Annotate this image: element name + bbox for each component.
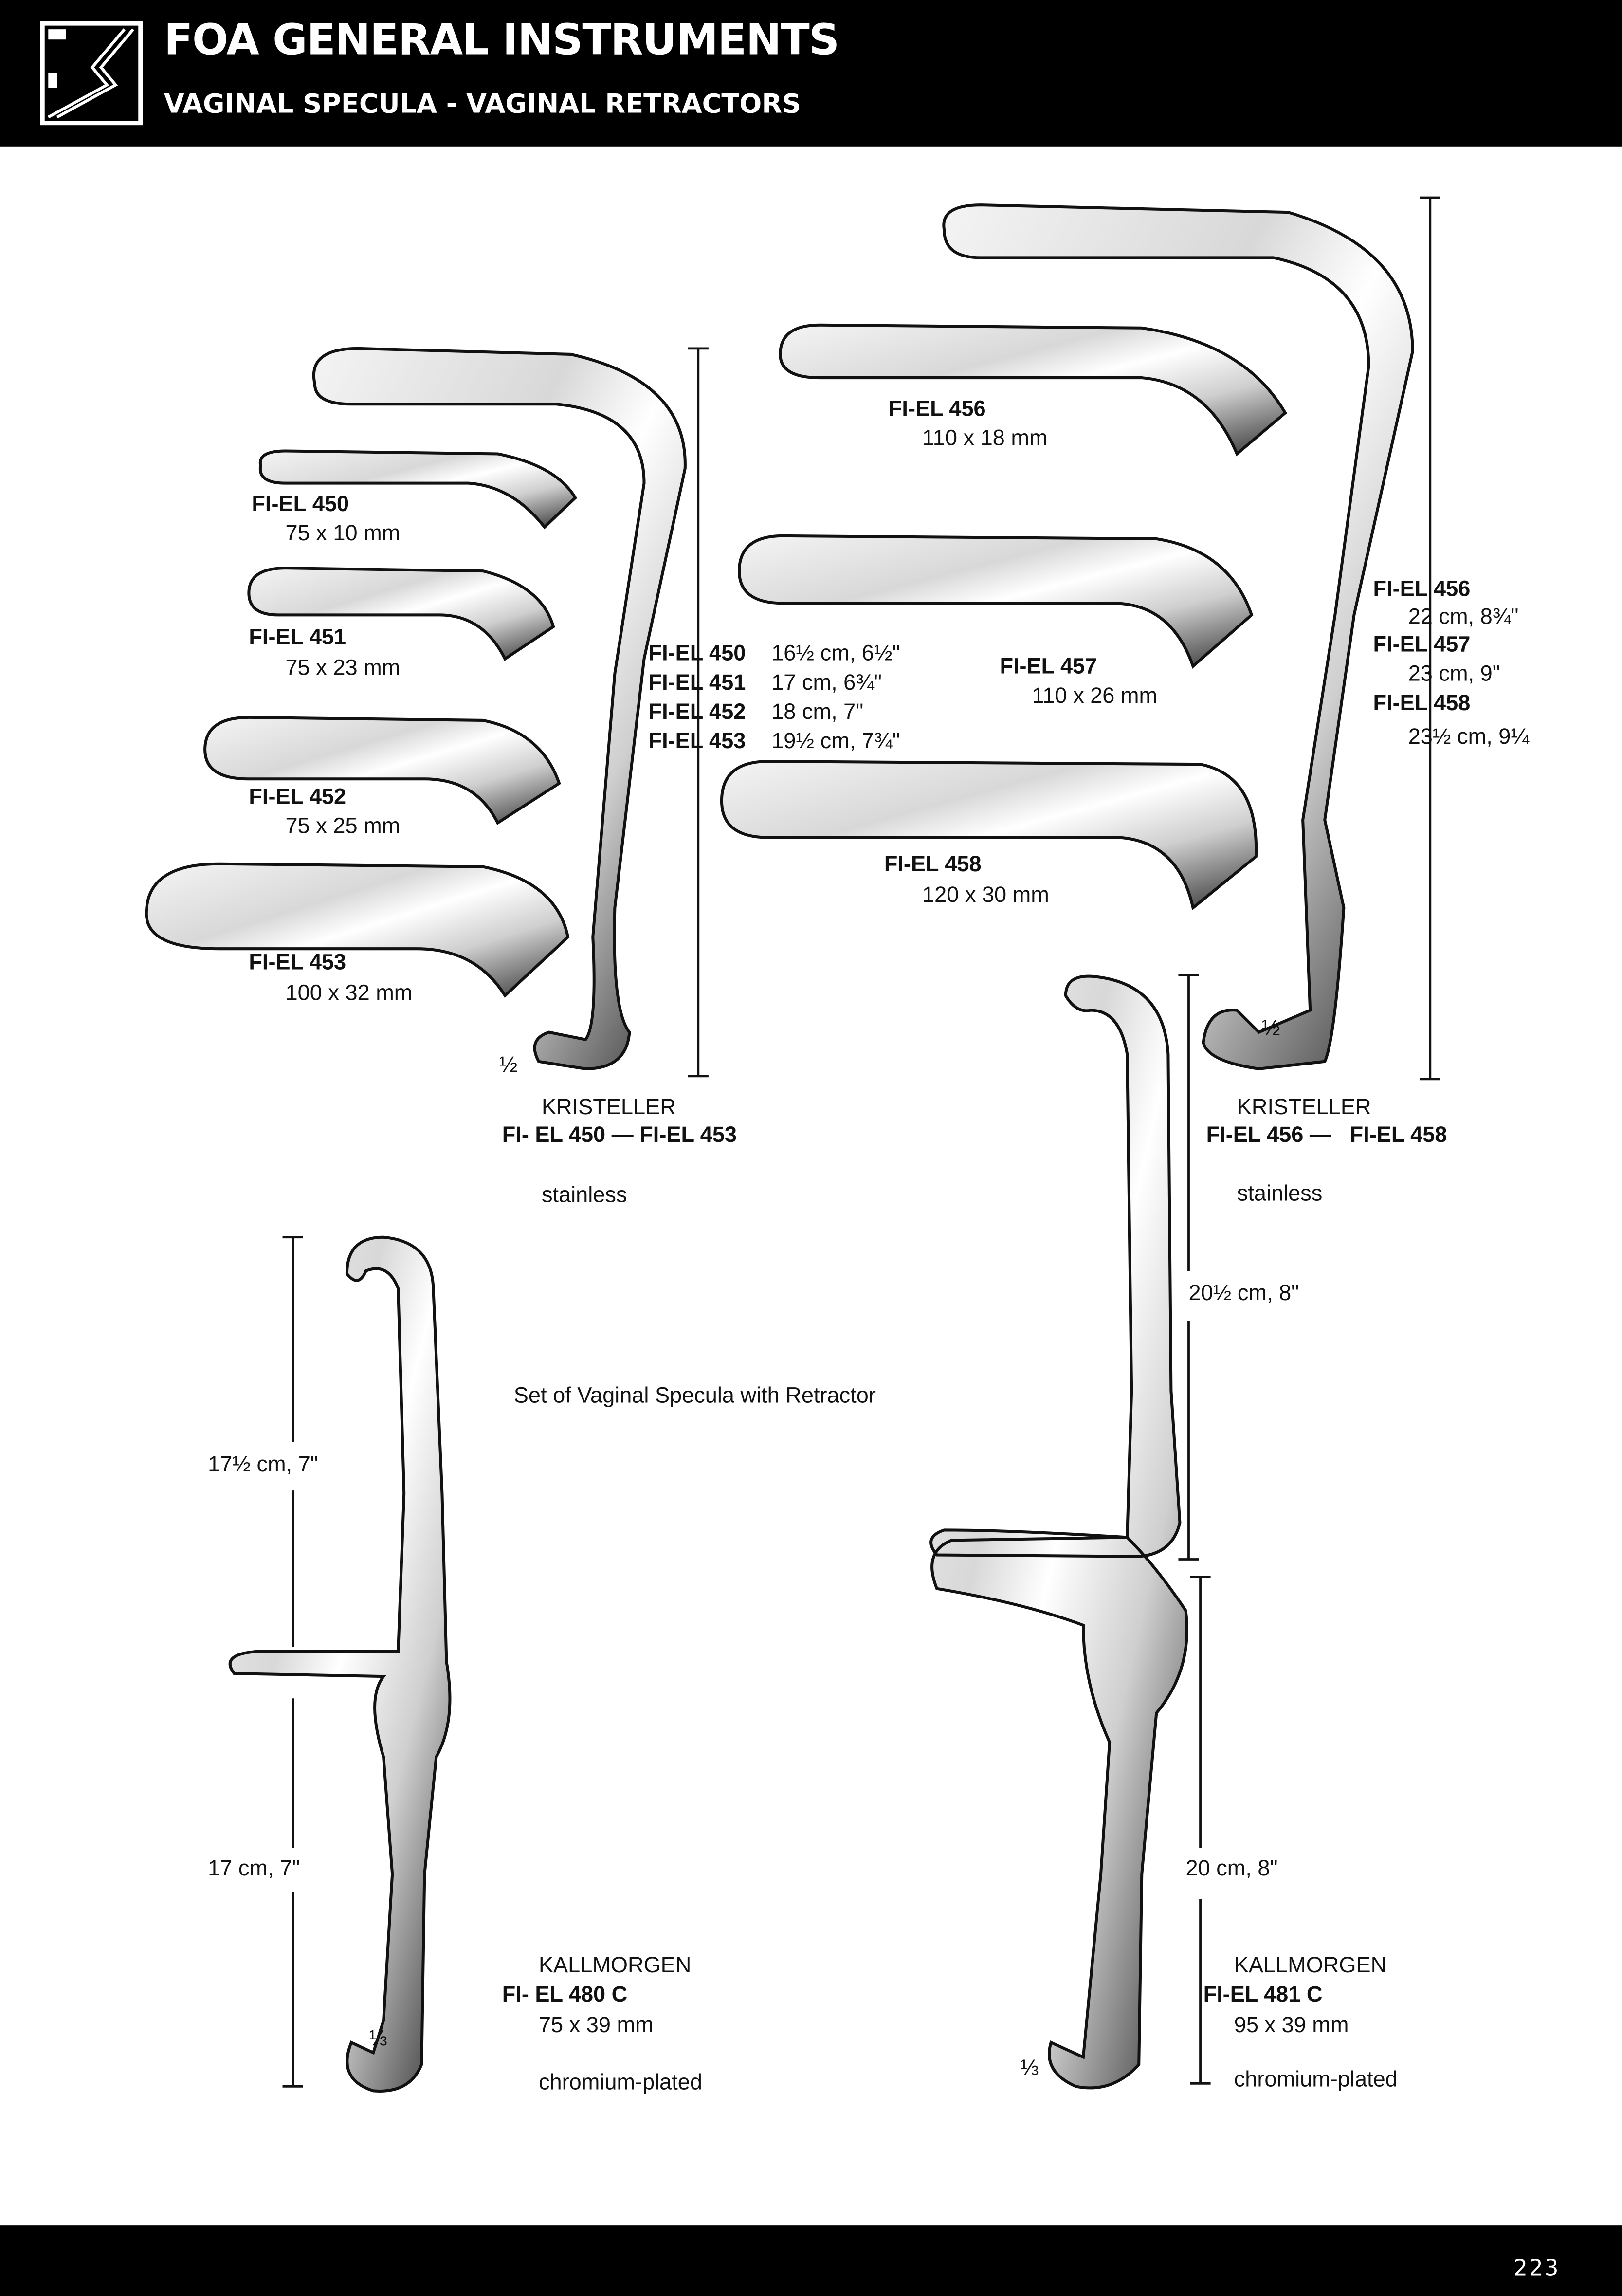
length-value: 18 cm, 7" — [771, 699, 864, 725]
footer-bar — [0, 2225, 1622, 2296]
length-code: FI-EL 456 — [1373, 577, 1471, 602]
product-name: KALLMORGEN — [1234, 1953, 1387, 1978]
blade-size: 75 x 25 mm — [285, 814, 401, 839]
blade-size: 110 x 26 mm — [1032, 683, 1158, 709]
blade-fi-el-452 — [203, 716, 561, 825]
blade-fi-el-451 — [247, 567, 555, 661]
set-caption: Set of Vaginal Specula with Retractor — [513, 1383, 876, 1409]
scale-label: ⅓ — [369, 2026, 387, 2052]
blade-fi-el-457 — [738, 534, 1254, 669]
blade-fi-el-450 — [258, 449, 577, 530]
dimension-line-kristeller-small — [688, 347, 709, 1078]
product-material: stainless — [1237, 1181, 1323, 1207]
dimension-line-481-upper — [1178, 974, 1199, 1561]
product-size: 75 x 39 mm — [538, 2013, 654, 2039]
lower-length: 20 cm, 8" — [1185, 1856, 1278, 1882]
product-range: FI-EL 456 — FI-EL 458 — [1206, 1123, 1447, 1148]
lower-length: 17 cm, 7" — [208, 1856, 300, 1882]
product-code: FI- EL 480 C — [502, 1982, 628, 2007]
header-bar: FOA GENERAL INSTRUMENTS VAGINAL SPECULA … — [0, 0, 1622, 147]
kallmorgen-481-instrument — [929, 974, 1188, 2090]
product-name: KALLMORGEN — [538, 1953, 692, 1978]
scale-label: ½ — [1261, 1016, 1280, 1041]
blade-code: FI-EL 457 — [1000, 654, 1097, 680]
product-name: KRISTELLER — [541, 1095, 676, 1120]
length-code: FI-EL 450 — [648, 641, 746, 666]
length-value: 16½ cm, 6½" — [771, 641, 900, 666]
blade-fi-el-458 — [720, 760, 1258, 911]
blade-code: FI-EL 450 — [252, 492, 349, 517]
dimension-line-480-lower — [282, 1698, 303, 2088]
product-range: FI- EL 450 — FI-EL 453 — [502, 1123, 737, 1148]
blade-fi-el-453 — [145, 862, 570, 998]
length-code: FI-EL 452 — [648, 699, 746, 725]
product-material: chromium-plated — [1234, 2067, 1398, 2093]
kristeller-small-handle — [312, 347, 687, 1070]
kristeller-large-handle — [942, 203, 1414, 1070]
dimension-line-481-lower — [1190, 1576, 1211, 2085]
product-size: 95 x 39 mm — [1234, 2013, 1349, 2039]
length-code: FI-EL 453 — [648, 729, 746, 754]
scale-label: ⅓ — [1020, 2056, 1039, 2081]
scale-label: ½ — [499, 1052, 518, 1078]
length-value: 22 cm, 8¾" — [1408, 605, 1519, 630]
length-value: 23½ cm, 9¼ — [1408, 724, 1529, 750]
blade-size: 120 x 30 mm — [922, 882, 1049, 908]
blade-code: FI-EL 452 — [249, 785, 346, 810]
foa-logo-icon — [40, 21, 143, 126]
product-material: stainless — [541, 1183, 627, 1208]
blade-fi-el-456 — [779, 323, 1287, 457]
product-name: KRISTELLER — [1237, 1095, 1371, 1120]
length-value: 17 cm, 6¾" — [771, 670, 882, 696]
blade-size: 75 x 10 mm — [285, 521, 401, 546]
page-number: 223 — [1513, 2255, 1560, 2281]
kallmorgen-480-instrument — [228, 1235, 452, 2093]
page-subtitle: VAGINAL SPECULA - VAGINAL RETRACTORS — [164, 89, 802, 120]
blade-code: FI-EL 451 — [249, 625, 346, 650]
length-value: 19½ cm, 7¾" — [771, 729, 900, 754]
blade-code: FI-EL 456 — [888, 397, 986, 422]
upper-length: 20½ cm, 8" — [1188, 1281, 1299, 1306]
dimension-line-480-upper — [282, 1236, 303, 1647]
length-code: FI-EL 457 — [1373, 632, 1471, 658]
upper-length: 17½ cm, 7" — [208, 1452, 318, 1478]
length-code: FI-EL 458 — [1373, 691, 1471, 716]
blade-code: FI-EL 458 — [884, 852, 982, 877]
length-value: 23 cm, 9" — [1408, 661, 1500, 687]
page-title: FOA GENERAL INSTRUMENTS — [164, 15, 839, 65]
length-code: FI-EL 451 — [648, 670, 746, 696]
dimension-line-kristeller-large — [1420, 196, 1440, 1081]
blade-size: 75 x 23 mm — [285, 656, 401, 681]
blade-size: 110 x 18 mm — [922, 426, 1048, 451]
blade-size: 100 x 32 mm — [285, 981, 413, 1006]
blade-code: FI-EL 453 — [249, 950, 346, 975]
product-code: FI-EL 481 C — [1203, 1982, 1323, 2007]
product-material: chromium-plated — [538, 2070, 702, 2095]
